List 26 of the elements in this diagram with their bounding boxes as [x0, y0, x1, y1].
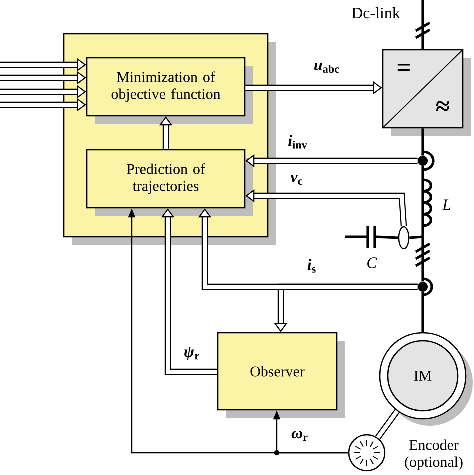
edge-label: ω$_{r}$: [292, 430, 308, 442]
process-box: Prediction of trajectories: [86, 149, 253, 216]
capacitor-label: C: [368, 258, 378, 268]
edge-label: ψ$_{r}$: [184, 348, 200, 360]
edge-label: i$_{inv}$: [288, 135, 308, 149]
process-box: Observer: [217, 332, 345, 418]
power-line: [422, 0, 424, 50]
converter-box: = ≈: [382, 49, 471, 136]
process-box: Minimization of objective function: [86, 57, 253, 124]
edge-label: v$_{c}$: [290, 175, 303, 185]
shaft: [375, 409, 400, 440]
power-line: [422, 292, 424, 332]
power-line: [410, 236, 424, 240]
edge-label: i$_{s}$: [308, 259, 316, 273]
encoder-symbol: [348, 434, 386, 472]
power-line: [422, 128, 424, 156]
encoder-label: Encoder (optional): [405, 440, 463, 470]
edge-label: u$_{abc}$: [314, 63, 340, 73]
power-line: [422, 166, 424, 282]
label: L: [442, 200, 451, 210]
measurement-dot: [418, 156, 428, 166]
power-line: [376, 236, 398, 240]
label: Dc-link: [352, 7, 400, 19]
current-sensor: [398, 226, 410, 250]
measurement-dot: [418, 282, 428, 292]
capacitor-symbol: [344, 224, 376, 250]
